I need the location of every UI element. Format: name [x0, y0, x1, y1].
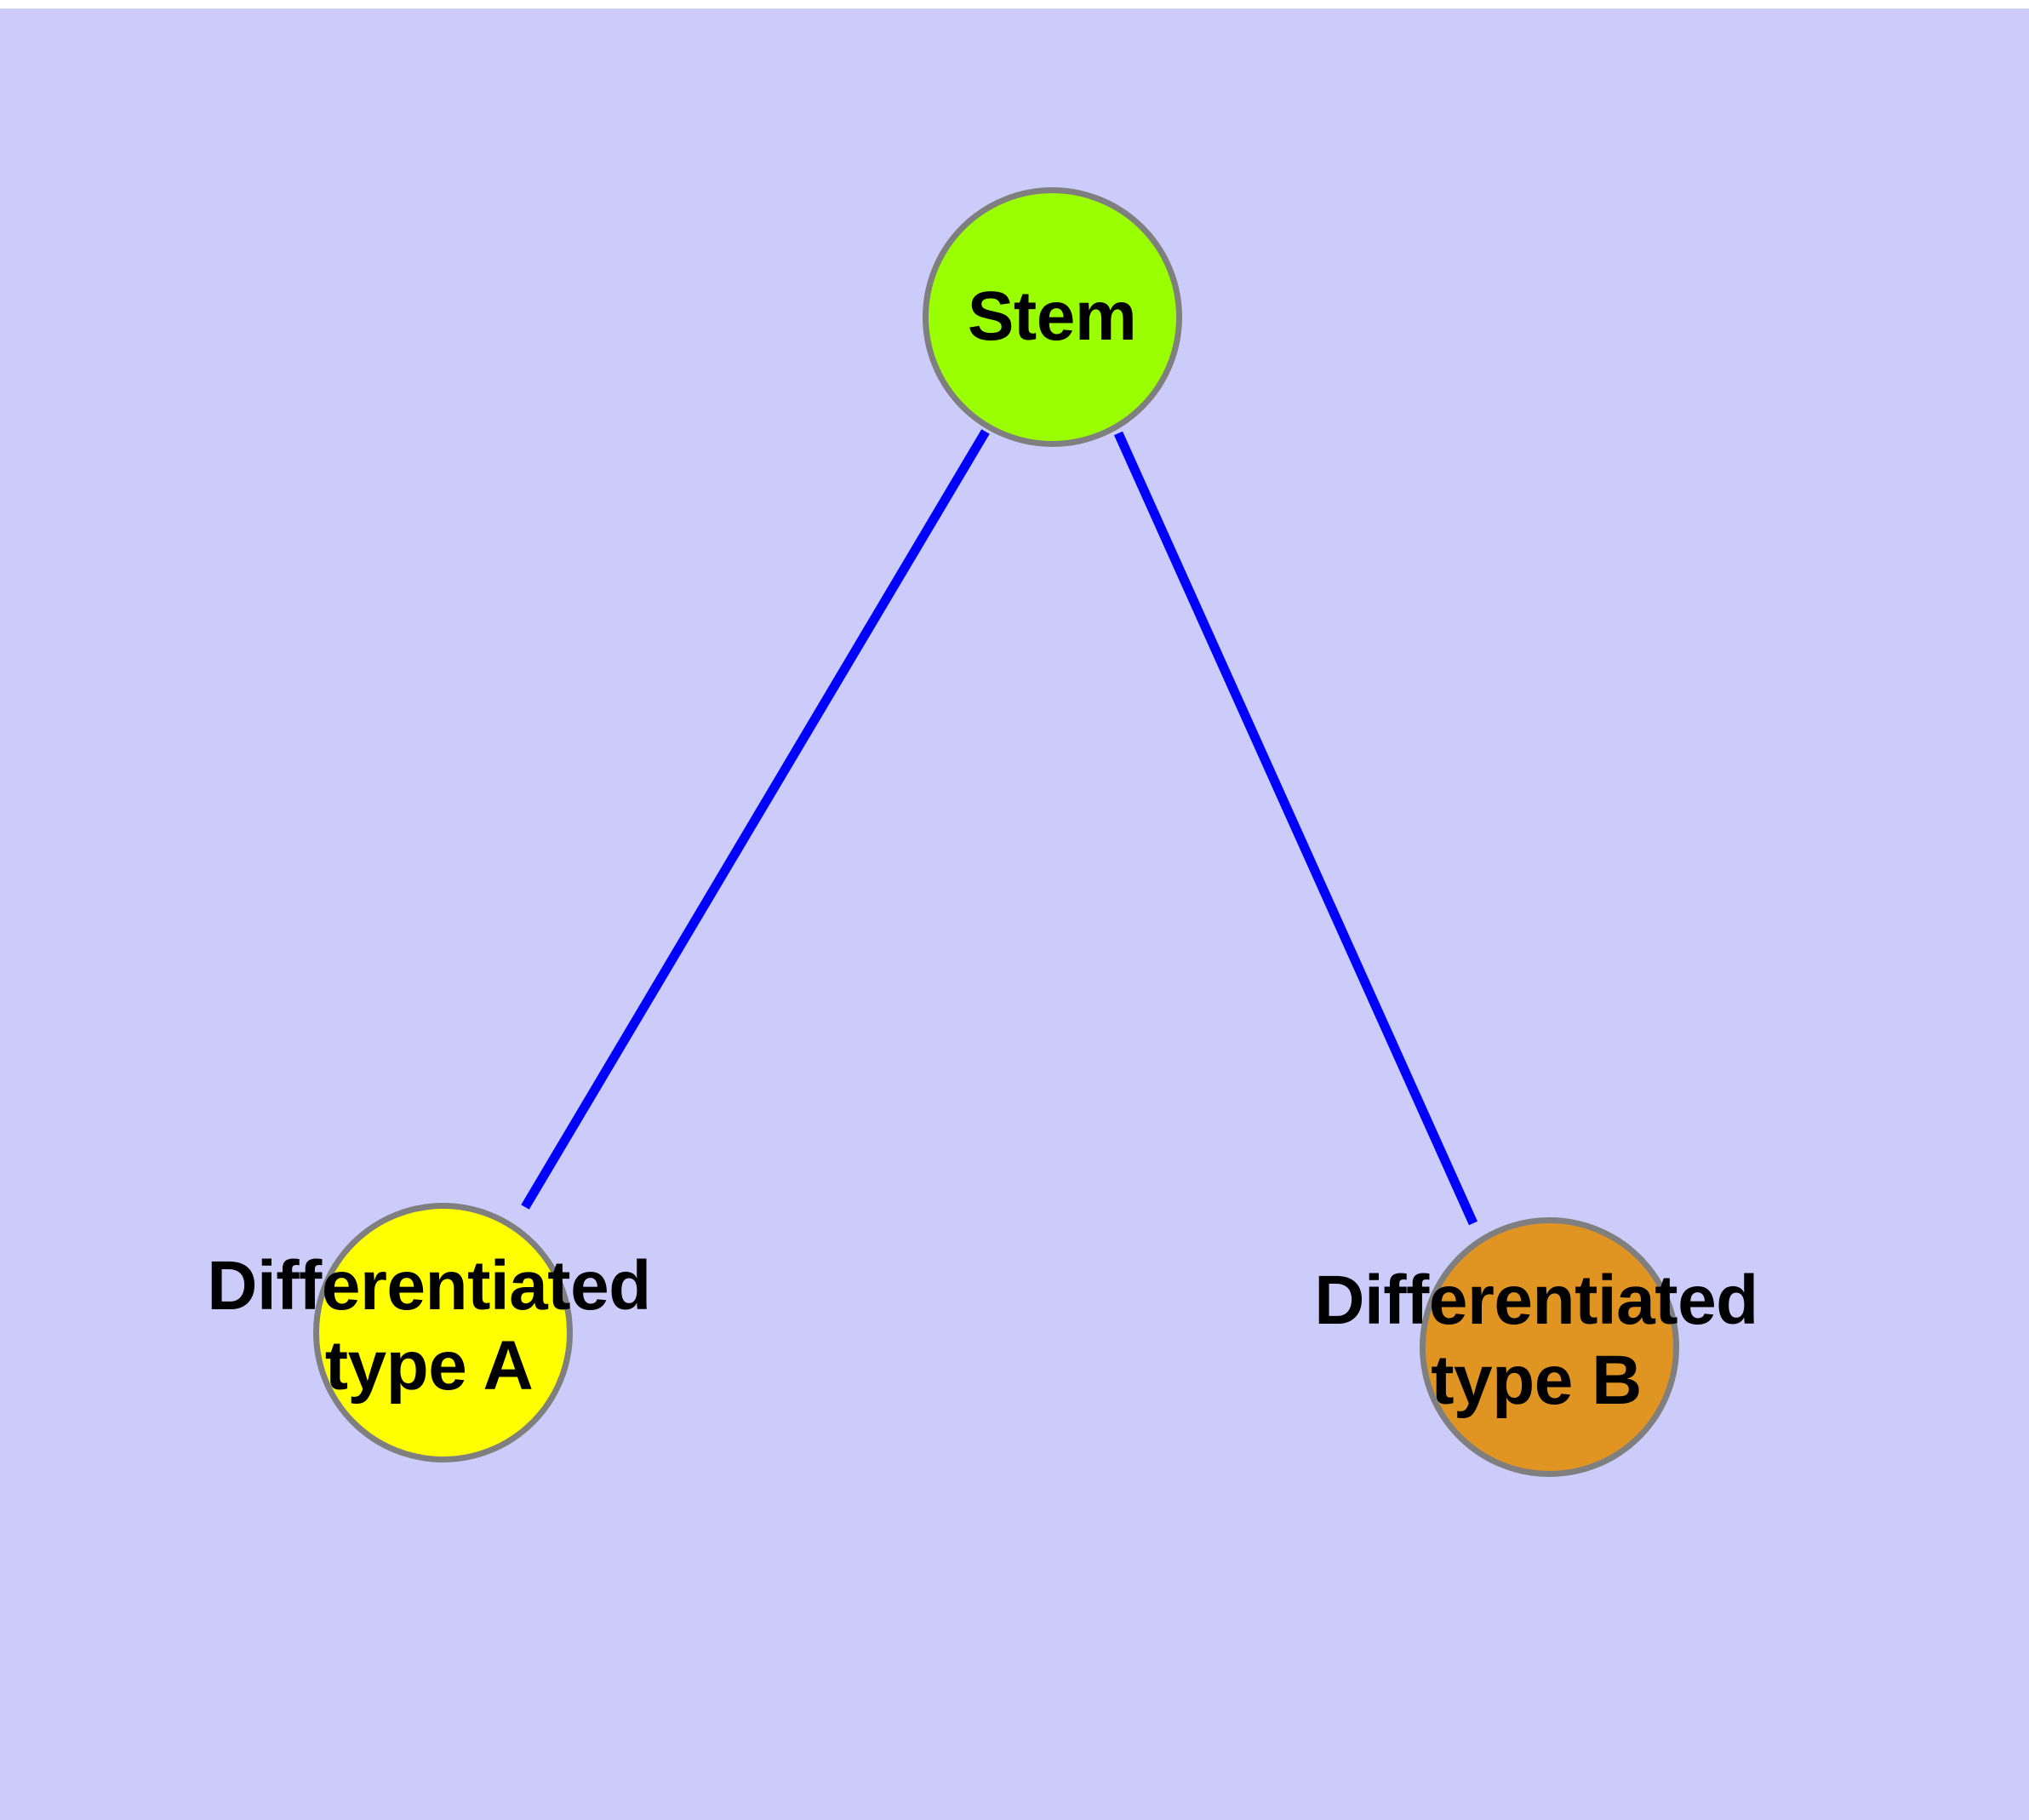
node-stem[interactable]	[922, 186, 1182, 447]
node-diff-a[interactable]	[312, 1202, 573, 1462]
node-diff-b[interactable]	[1419, 1216, 1679, 1477]
edge-stem-to-diff-a	[521, 429, 990, 1210]
edge-stem-to-diff-b	[1113, 431, 1478, 1226]
